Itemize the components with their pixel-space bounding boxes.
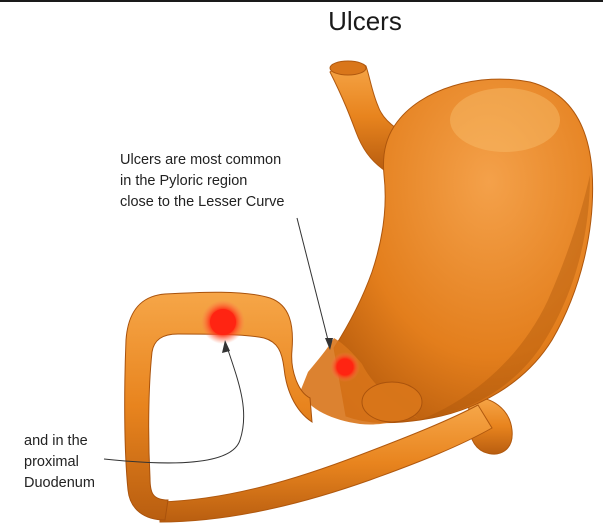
jejunum-tube bbox=[159, 404, 493, 523]
duodenum-annotation-line-2: proximal bbox=[24, 454, 79, 470]
duodenum-arrowhead bbox=[222, 340, 230, 353]
top-rule bbox=[0, 0, 603, 2]
duodenum-annotation-line-1: and in the bbox=[24, 433, 88, 449]
duodenum bbox=[124, 291, 313, 521]
pyloric-bulge bbox=[361, 381, 423, 423]
duodenum-annotation: and in the proximal Duodenum bbox=[24, 431, 95, 494]
pyloric-arrowhead bbox=[325, 338, 333, 350]
stomach-body bbox=[333, 78, 594, 424]
fundus-highlight bbox=[450, 88, 560, 152]
greater-curve-shade bbox=[420, 175, 590, 420]
duodenum-arrow-line bbox=[103, 343, 245, 464]
pyloric-arrow-line bbox=[296, 217, 331, 349]
pyloric-annotation: Ulcers are most common in the Pyloric re… bbox=[120, 150, 284, 213]
pyloric-annotation-line-3: close to the Lesser Curve bbox=[120, 194, 285, 210]
pyloric-annotation-line-2: in the Pyloric region bbox=[120, 173, 248, 189]
pyloric-ulcer bbox=[337, 359, 353, 375]
pyloric-annotation-line-1: Ulcers are most common bbox=[120, 152, 282, 168]
slide-title: Ulcers bbox=[328, 6, 402, 36]
esophagus-opening bbox=[329, 60, 367, 76]
duodenal-ulcer bbox=[210, 309, 236, 335]
duodenum-annotation-line-3: Duodenum bbox=[24, 475, 95, 491]
